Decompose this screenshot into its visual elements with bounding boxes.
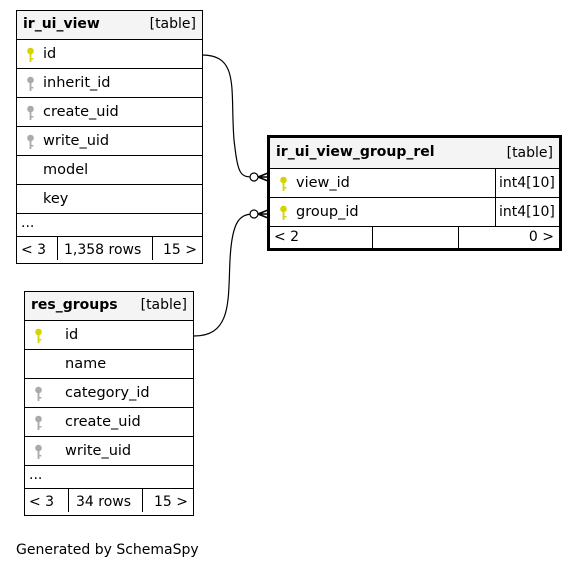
column-row-key[interactable]: key xyxy=(17,185,202,214)
column-row-id[interactable]: id xyxy=(25,321,193,350)
table-type-tag: [table] xyxy=(149,16,196,32)
table-type-tag: [table] xyxy=(140,297,187,313)
column-row-write-uid[interactable]: write_uid xyxy=(17,127,202,156)
table-ir-ui-view[interactable]: ir_ui_view [table] id inherit_id create_… xyxy=(16,10,203,264)
column-row-create-uid[interactable]: create_uid xyxy=(25,408,193,437)
column-row-view-id[interactable]: view_id int4[10] xyxy=(270,169,559,198)
column-name: create_uid xyxy=(65,414,141,430)
relation-view-id-optional-marker xyxy=(249,172,259,182)
relation-group-id-many-marker xyxy=(257,209,269,219)
foreign-key-icon xyxy=(27,76,34,91)
column-name: category_id xyxy=(65,385,150,401)
column-row-category-id[interactable]: category_id xyxy=(25,379,193,408)
foreign-key-icon xyxy=(35,444,42,459)
column-row-model[interactable]: model xyxy=(17,156,202,185)
parents-count[interactable]: < 3 xyxy=(25,489,69,512)
table-header: res_groups [table] xyxy=(25,292,193,321)
primary-key-icon xyxy=(27,47,34,62)
primary-key-icon xyxy=(35,328,42,343)
column-row-id[interactable]: id xyxy=(17,40,202,69)
foreign-key-icon xyxy=(27,134,34,149)
column-name: write_uid xyxy=(43,133,110,149)
foreign-key-icon xyxy=(27,105,34,120)
table-header: ir_ui_view_group_rel [table] xyxy=(270,138,559,169)
relation-view-id xyxy=(201,54,255,178)
column-row-create-uid[interactable]: create_uid xyxy=(17,98,202,127)
column-name: group_id xyxy=(296,204,359,220)
column-type: int4[10] xyxy=(495,198,562,226)
table-footer: < 3 34 rows 15 > xyxy=(25,489,193,512)
children-count[interactable]: 0 > xyxy=(528,229,554,245)
column-name: model xyxy=(43,162,89,178)
primary-key-icon xyxy=(280,205,287,220)
table-footer: < 2 0 > xyxy=(270,227,559,248)
row-count: 34 rows xyxy=(69,489,143,512)
relation-group-id xyxy=(193,213,255,337)
foreign-key-icon xyxy=(35,386,42,401)
column-row-inherit-id[interactable]: inherit_id xyxy=(17,69,202,98)
row-count xyxy=(373,227,459,248)
primary-key-icon xyxy=(280,176,287,191)
column-row-write-uid[interactable]: write_uid xyxy=(25,437,193,466)
table-name: res_groups xyxy=(31,297,118,313)
column-row-name[interactable]: name xyxy=(25,350,193,379)
column-name: inherit_id xyxy=(43,75,111,91)
parents-count[interactable]: < 2 xyxy=(270,227,373,248)
column-row-group-id[interactable]: group_id int4[10] xyxy=(270,198,559,227)
table-ir-ui-view-group-rel[interactable]: ir_ui_view_group_rel [table] view_id int… xyxy=(267,135,562,251)
relation-view-id-many-marker xyxy=(257,172,269,182)
table-type-tag: [table] xyxy=(506,145,553,161)
column-name: key xyxy=(43,191,69,207)
column-name: view_id xyxy=(296,175,350,191)
table-header: ir_ui_view [table] xyxy=(17,11,202,40)
relation-group-id-optional-marker xyxy=(249,209,259,219)
children-count[interactable]: 15 > xyxy=(154,494,188,510)
foreign-key-icon xyxy=(35,415,42,430)
more-columns-row[interactable]: ... xyxy=(17,214,202,237)
column-name: name xyxy=(65,356,107,372)
column-name: create_uid xyxy=(43,104,119,120)
more-columns-row[interactable]: ... xyxy=(25,466,193,489)
table-name: ir_ui_view_group_rel xyxy=(276,144,435,160)
column-name: id xyxy=(65,327,79,343)
parents-count[interactable]: < 3 xyxy=(17,237,58,260)
children-count[interactable]: 15 > xyxy=(163,242,197,258)
row-count: 1,358 rows xyxy=(58,237,153,260)
generator-caption: Generated by SchemaSpy xyxy=(16,542,199,558)
more-columns-ellipsis: ... xyxy=(21,215,35,231)
table-footer: < 3 1,358 rows 15 > xyxy=(17,237,202,260)
column-type: int4[10] xyxy=(495,169,562,197)
table-res-groups[interactable]: res_groups [table] id name category_id c… xyxy=(24,291,194,516)
column-name: write_uid xyxy=(65,443,132,459)
more-columns-ellipsis: ... xyxy=(29,467,43,483)
table-name: ir_ui_view xyxy=(23,16,100,32)
column-name: id xyxy=(43,46,57,62)
